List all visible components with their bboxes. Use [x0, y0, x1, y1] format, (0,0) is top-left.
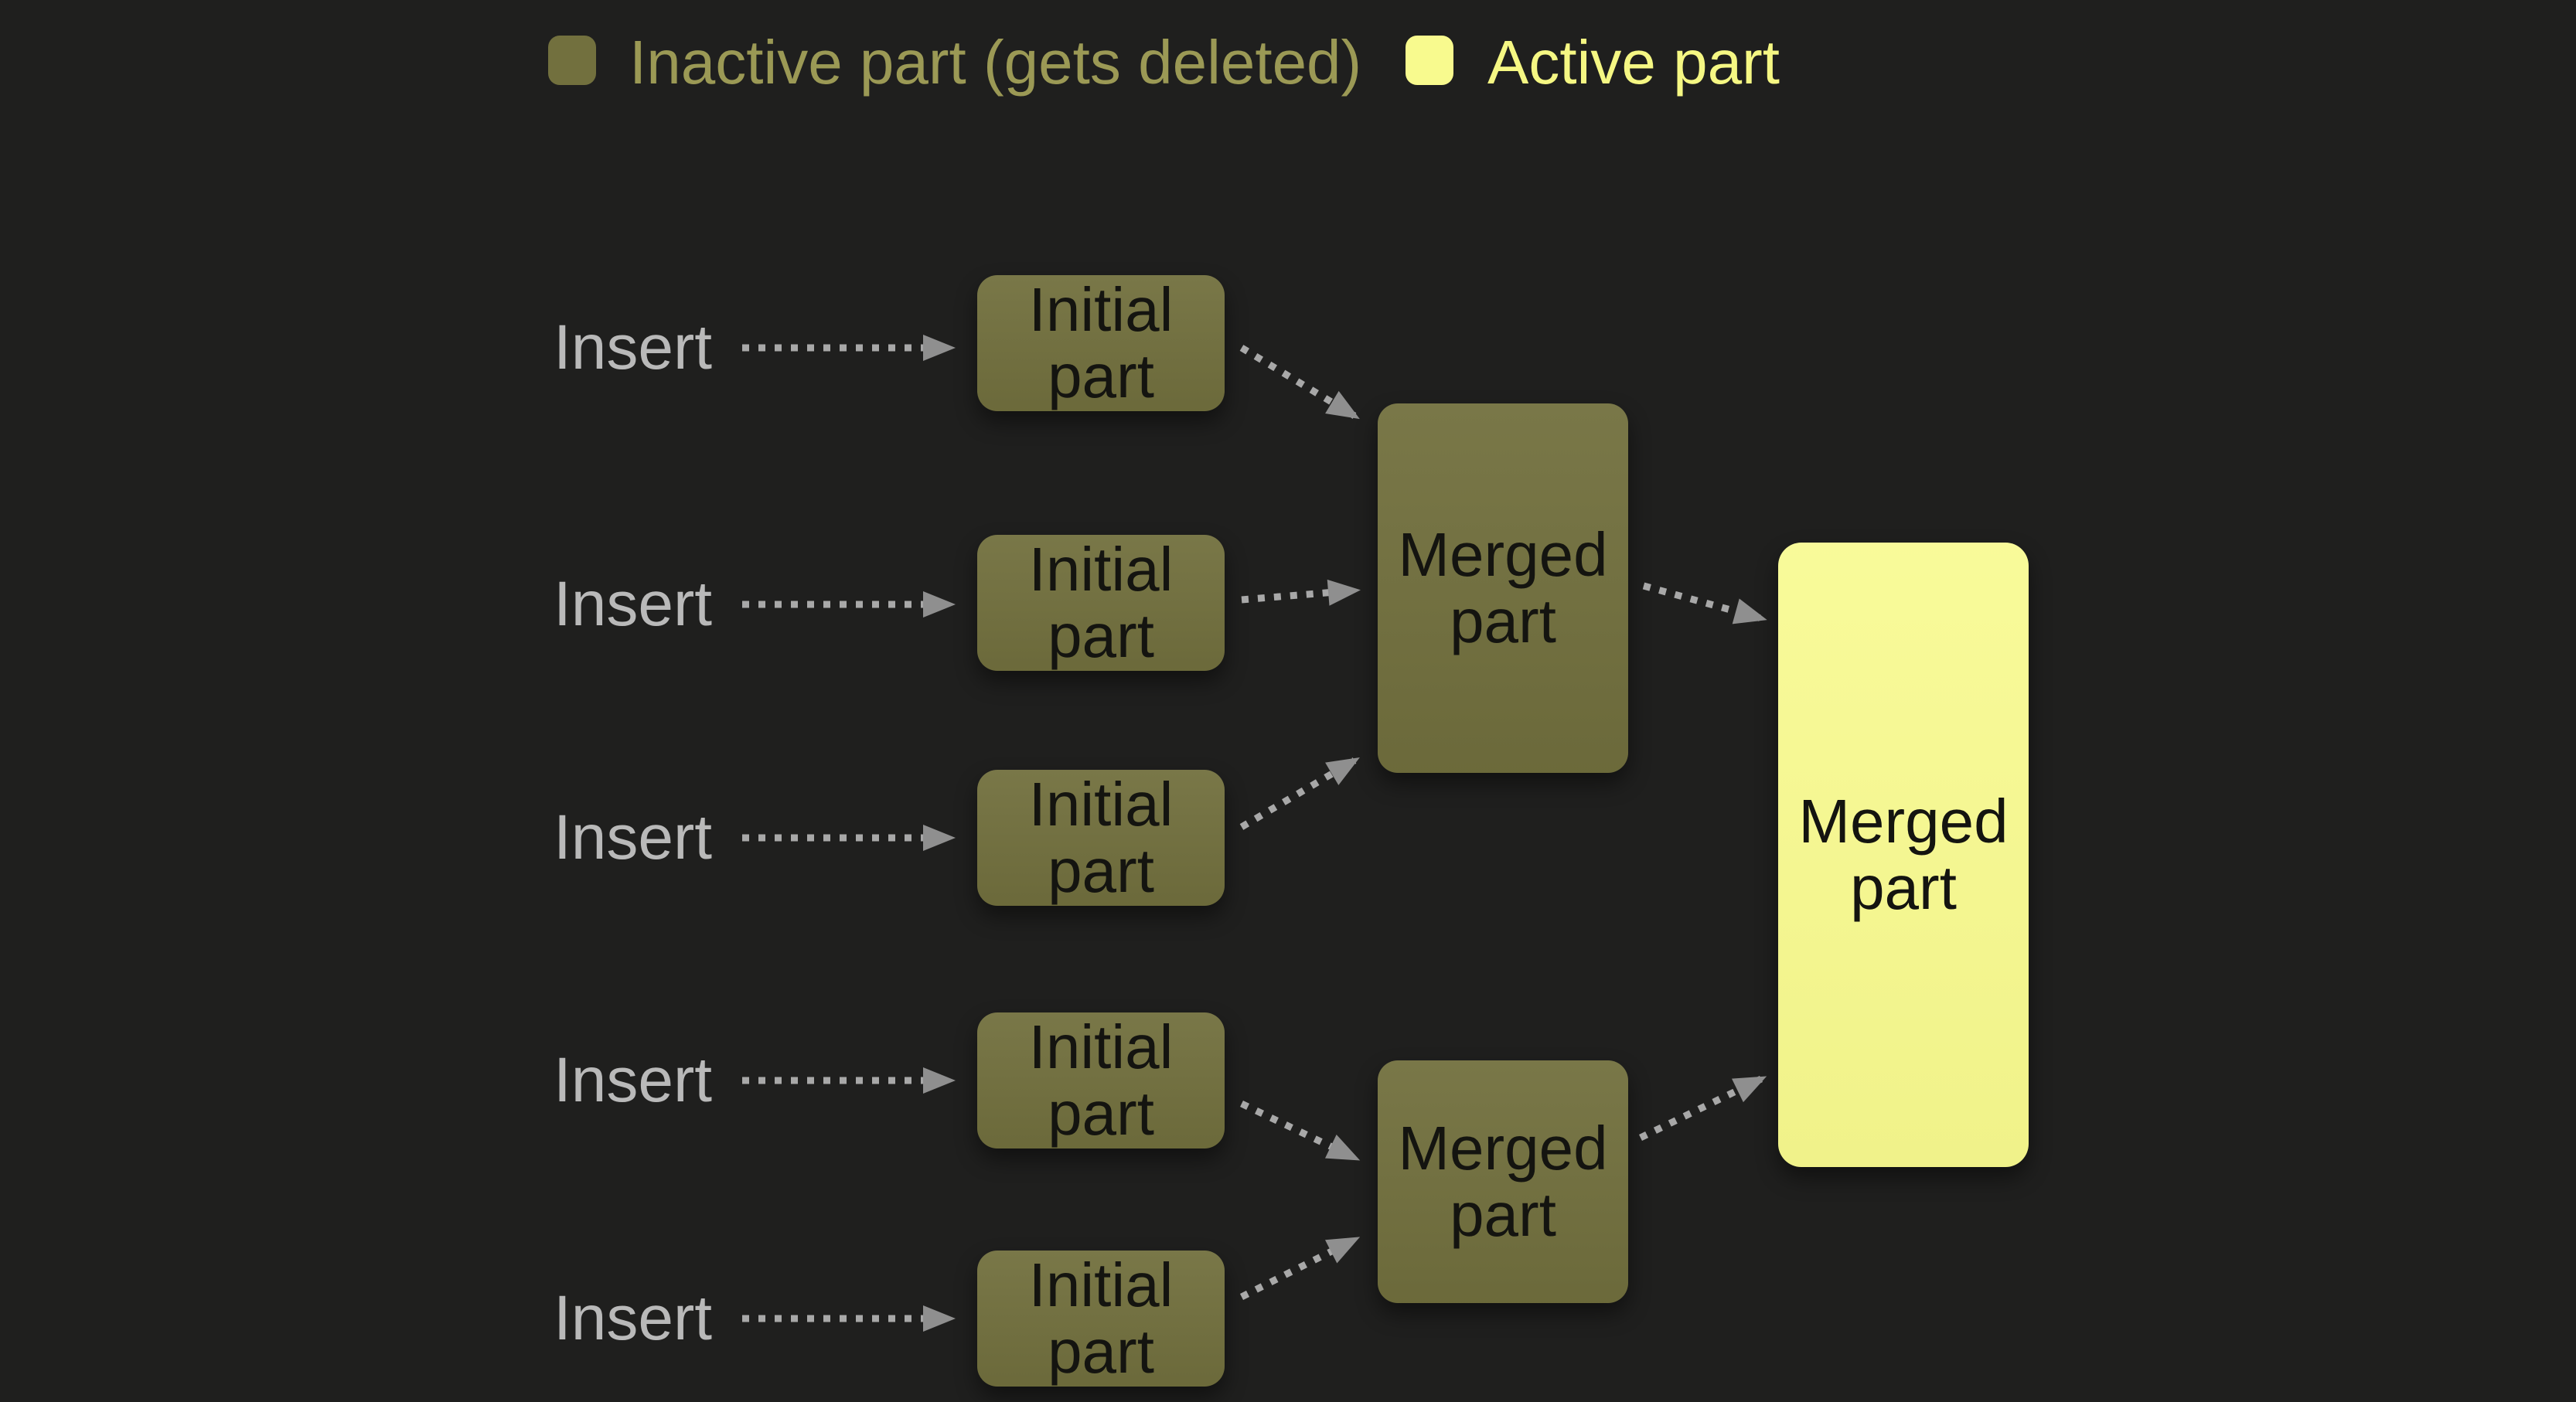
node-label: Initial part [1028, 770, 1174, 905]
node-merged-part-final: Merged part [1778, 543, 2029, 1167]
insert-label-3: Insert [554, 802, 713, 873]
inactive-swatch-icon [548, 36, 596, 85]
node-initial-part-4: Initial part [977, 1012, 1225, 1148]
node-label: Merged part [1398, 520, 1608, 655]
arrow-initial5-to-merged-bottom [1239, 1236, 1361, 1301]
active-swatch-icon [1406, 36, 1453, 85]
arrow-initial1-to-merged-top [1239, 345, 1360, 420]
arrow-merged-top-to-final [1642, 582, 1767, 624]
insert-label-2: Insert [554, 569, 713, 639]
insert-label-4: Insert [554, 1045, 713, 1115]
node-merged-part-top: Merged part [1378, 403, 1628, 773]
node-label: Initial part [1028, 535, 1174, 670]
node-initial-part-1: Initial part [977, 275, 1225, 411]
node-merged-part-bottom: Merged part [1378, 1060, 1628, 1303]
arrow-merged-bottom-to-final [1639, 1075, 1767, 1142]
node-initial-part-3: Initial part [977, 770, 1225, 906]
arrow-initial3-to-merged-top [1239, 757, 1360, 830]
legend-label-active: Active part [1487, 28, 1780, 97]
legend-label-inactive: Inactive part (gets deleted) [629, 28, 1362, 97]
node-initial-part-5: Initial part [977, 1251, 1225, 1387]
node-initial-part-2: Initial part [977, 535, 1225, 671]
node-label: Merged part [1798, 787, 2009, 922]
node-label: Initial part [1028, 275, 1174, 410]
arrow-initial2-to-merged-top [1241, 579, 1361, 606]
insert-label-1: Insert [554, 312, 713, 383]
node-label: Initial part [1028, 1012, 1174, 1148]
arrow-initial4-to-merged-bottom [1240, 1100, 1361, 1162]
node-label: Initial part [1028, 1251, 1174, 1386]
insert-label-5: Insert [554, 1283, 713, 1353]
node-label: Merged part [1398, 1114, 1608, 1249]
